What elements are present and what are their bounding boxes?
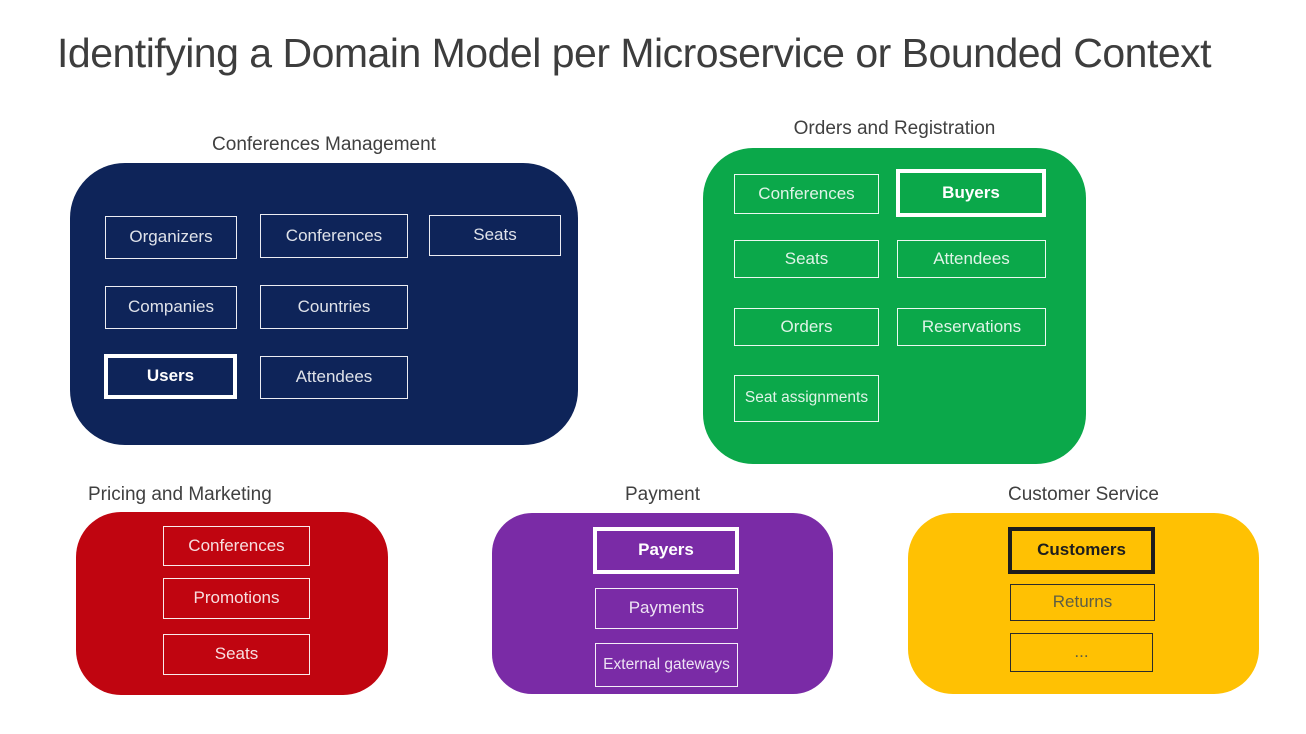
context-title-pricing-and-marketing: Pricing and Marketing (88, 484, 272, 505)
entity-seat-assignments: Seat assignments (734, 375, 879, 422)
entity-label: External gateways (603, 655, 730, 673)
context-body-payment (492, 513, 833, 694)
entity-companies: Companies (105, 286, 237, 329)
entity-label: Conferences (285, 225, 383, 245)
page-title: Identifying a Domain Model per Microserv… (57, 30, 1212, 76)
entity-label: Conferences (188, 535, 285, 555)
entity-label: Seats (214, 644, 259, 664)
entity-label: Attendees (295, 367, 373, 387)
entity-label: ... (1074, 642, 1089, 662)
entity-label: Promotions (193, 588, 280, 608)
entity-attendees: Attendees (897, 240, 1046, 278)
entity-label: Orders (780, 316, 833, 336)
entity-label: Payments (628, 598, 705, 618)
entity-label: Users (146, 366, 195, 386)
entity-seats: Seats (734, 240, 879, 278)
context-body-pricing-and-marketing (76, 512, 388, 695)
entity-attendees: Attendees (260, 356, 408, 399)
entity-buyers-highlighted: Buyers (896, 169, 1046, 217)
entity-users-highlighted: Users (104, 354, 237, 399)
context-title-payment: Payment (625, 484, 700, 505)
context-title-customer-service: Customer Service (1008, 484, 1159, 505)
entity-ellipsis: ... (1010, 633, 1153, 672)
entity-label: Seat assignments (744, 389, 869, 407)
entity-label: Seats (473, 225, 517, 245)
context-title-conferences-management: Conferences Management (212, 134, 436, 155)
entity-seats: Seats (163, 634, 310, 675)
entity-organizers: Organizers (105, 216, 237, 259)
entity-countries: Countries (260, 285, 408, 329)
entity-label: Buyers (942, 182, 1000, 202)
entity-returns: Returns (1010, 584, 1155, 621)
entity-conferences: Conferences (260, 214, 408, 258)
entity-conferences: Conferences (163, 526, 310, 566)
entity-label: Returns (1052, 592, 1113, 612)
entity-customers-highlighted: Customers (1008, 527, 1155, 574)
entity-payers-highlighted: Payers (593, 527, 739, 574)
entity-label: Countries (297, 296, 371, 316)
entity-payments: Payments (595, 588, 738, 629)
entity-external-gateways: External gateways (595, 643, 738, 687)
entity-reservations: Reservations (897, 308, 1046, 346)
entity-seats: Seats (429, 215, 561, 256)
entity-label: Companies (128, 297, 214, 317)
entity-label: Attendees (933, 248, 1010, 268)
context-body-orders-and-registration (703, 148, 1086, 464)
entity-label: Conferences (758, 183, 855, 203)
entity-conferences: Conferences (734, 174, 879, 214)
context-body-customer-service (908, 513, 1259, 694)
entity-label: Organizers (129, 227, 213, 247)
entity-orders: Orders (734, 308, 879, 346)
entity-label: Customers (1037, 540, 1126, 560)
context-title-orders-and-registration: Orders and Registration (793, 118, 996, 139)
entity-label: Payers (638, 540, 694, 560)
entity-label: Reservations (921, 316, 1022, 336)
entity-label: Seats (784, 248, 829, 268)
entity-promotions: Promotions (163, 578, 310, 619)
